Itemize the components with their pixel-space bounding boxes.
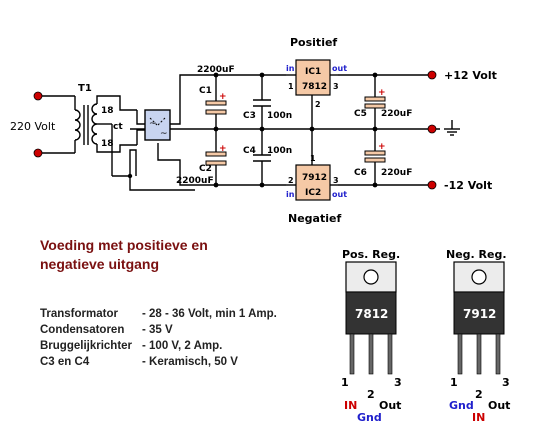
neg-pin1: 1 bbox=[450, 376, 458, 389]
ic2-in-label: in bbox=[286, 190, 295, 199]
spec-row: Condensatoren - 35 V bbox=[40, 324, 173, 336]
spec-value: - 28 - 36 Volt, min 1 Amp. bbox=[142, 308, 277, 320]
c-bottom-value: 2200uF bbox=[176, 176, 214, 186]
c4-label: C4 bbox=[243, 146, 256, 156]
ic1-in-label: in bbox=[286, 64, 295, 73]
ic2-pin2: 2 bbox=[288, 176, 294, 185]
neg-package-type: 7912 bbox=[463, 307, 496, 321]
ic2-pin1: 1 bbox=[310, 154, 316, 163]
c6-value: 220uF bbox=[381, 168, 412, 178]
c1-label: C1 bbox=[199, 86, 212, 96]
neg-pin2-label: IN bbox=[472, 411, 485, 424]
c-top-value: 2200uF bbox=[197, 65, 235, 75]
c5-plus: + bbox=[378, 88, 386, 98]
c5-value: 220uF bbox=[381, 109, 412, 119]
neg-output-label: -12 Volt bbox=[444, 179, 492, 192]
ic1-out-label: out bbox=[332, 64, 347, 73]
pos-regulator-package: Pos. Reg. 7812 1 2 3 IN Gnd Out bbox=[341, 248, 402, 424]
tap-ct-label: ct bbox=[113, 122, 123, 132]
ic1-pin1: 1 bbox=[288, 82, 294, 91]
spec-key: Transformator bbox=[40, 308, 118, 320]
pos-pin1: 1 bbox=[341, 376, 349, 389]
positive-title: Positief bbox=[290, 36, 337, 49]
ic1-pin2: 2 bbox=[315, 100, 321, 109]
c5-label: C5 bbox=[354, 109, 367, 119]
neg-pin1-label: Gnd bbox=[449, 399, 474, 412]
pos-package-type: 7812 bbox=[355, 307, 388, 321]
svg-text:~: ~ bbox=[160, 129, 168, 139]
neg-regulator-package: Neg. Reg. 7912 1 2 3 Gnd IN Out bbox=[446, 248, 510, 424]
ic1-box bbox=[295, 59, 331, 96]
pos-pin1-label: IN bbox=[344, 399, 357, 412]
pos-output-terminal bbox=[427, 70, 437, 80]
c3-label: C3 bbox=[243, 111, 256, 121]
ic2-name: IC2 bbox=[305, 188, 321, 198]
neg-pin3-label: Out bbox=[488, 399, 510, 412]
spec-row: Bruggelijkrichter - 100 V, 2 Amp. bbox=[40, 340, 222, 352]
spec-key: C3 en C4 bbox=[40, 356, 90, 368]
ic2-out-label: out bbox=[332, 190, 347, 199]
svg-text:~: ~ bbox=[149, 119, 157, 129]
description-heading: Voeding met positieve en negatieve uitga… bbox=[40, 237, 208, 272]
ground-terminal bbox=[427, 124, 437, 134]
mains-label: 220 Volt bbox=[10, 120, 56, 133]
spec-key: Condensatoren bbox=[40, 324, 125, 336]
pos-output-label: +12 Volt bbox=[444, 69, 497, 82]
spec-value: - Keramisch, 50 V bbox=[142, 356, 238, 368]
ic2-pin3: 3 bbox=[333, 176, 339, 185]
ic2-type: 7912 bbox=[302, 173, 327, 183]
c1-plus: + bbox=[219, 92, 227, 102]
c6-plus: + bbox=[378, 142, 386, 152]
pos-pin3: 3 bbox=[394, 376, 402, 389]
spec-row: Transformator - 28 - 36 Volt, min 1 Amp. bbox=[40, 308, 277, 320]
neg-output-terminal bbox=[427, 180, 437, 190]
transformer-label: T1 bbox=[78, 83, 92, 94]
ic1-name: IC1 bbox=[305, 67, 321, 77]
spec-value: - 35 V bbox=[142, 324, 173, 336]
spec-key: Bruggelijkrichter bbox=[40, 340, 133, 352]
ic1-pin3: 3 bbox=[333, 82, 339, 91]
ic1-type: 7812 bbox=[302, 82, 327, 92]
neg-pin3: 3 bbox=[502, 376, 510, 389]
spec-row: C3 en C4 - Keramisch, 50 V bbox=[40, 356, 238, 368]
pos-package-title: Pos. Reg. bbox=[342, 248, 400, 261]
neg-package-title: Neg. Reg. bbox=[446, 248, 507, 261]
pos-pin2-label: Gnd bbox=[357, 411, 382, 424]
c3-value: 100n bbox=[267, 111, 292, 121]
bridge-rectifier bbox=[144, 109, 171, 141]
c6-label: C6 bbox=[354, 168, 367, 178]
spec-value: - 100 V, 2 Amp. bbox=[142, 340, 223, 352]
mains-terminal-top bbox=[33, 91, 43, 101]
tap-upper-label: 18 bbox=[101, 106, 114, 116]
pos-pin2: 2 bbox=[367, 388, 375, 401]
negative-title: Negatief bbox=[288, 212, 341, 225]
ic2-box bbox=[295, 164, 331, 201]
pos-pin3-label: Out bbox=[379, 399, 401, 412]
mains-terminal-bottom bbox=[33, 148, 43, 158]
c2-plus: + bbox=[219, 144, 227, 154]
tap-lower-label: 18 bbox=[101, 139, 114, 149]
neg-pin2: 2 bbox=[475, 388, 483, 401]
c4-value: 100n bbox=[267, 146, 292, 156]
c2-label: C2 bbox=[199, 164, 212, 174]
